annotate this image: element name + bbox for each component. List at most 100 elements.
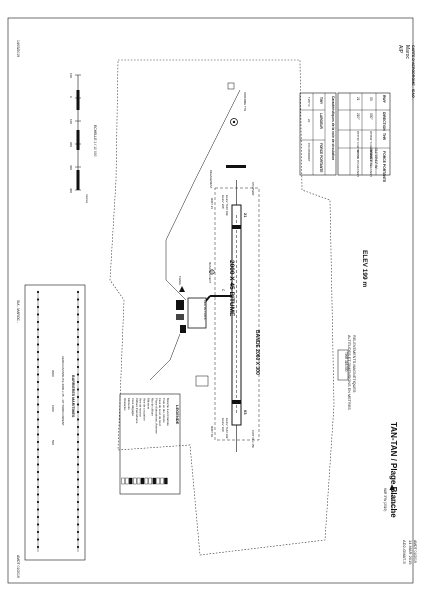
- taxiway-c: [204, 295, 232, 303]
- legend-item: Manche à vent balisée: [166, 398, 170, 426]
- twy-col-twy: TWY: [319, 97, 323, 105]
- altitudes-line2: RELEVEMENTS MAGNETIQUES: [352, 335, 356, 393]
- elevation: ELEV 199 m: [361, 250, 368, 287]
- twy-row-width: 23: [307, 119, 311, 123]
- strip-dimensions: BANDE 2060 X 300: [254, 330, 260, 375]
- scale-tick-label: 100: [69, 73, 73, 78]
- header-date: 14 MAR 2019: [408, 540, 413, 565]
- profile-mark-1: 1000: [51, 405, 55, 412]
- thr03-elev: ELEV 190: [221, 418, 225, 432]
- legend-item: Obstacles: [123, 398, 127, 411]
- header-chart-name: CARTE D'AERODROME - ICAO -: [411, 45, 415, 101]
- cleared-label: DEGAGEMENT: [209, 170, 213, 189]
- legend-item: Zone dégagée: [131, 398, 135, 416]
- rwy-col-direction: DIRECTION: [382, 112, 386, 131]
- rwy-row2-dir: 210°: [356, 113, 360, 120]
- runway-dimensions: 2000 X 45 BITUME: [228, 260, 235, 317]
- scale-tick-label: 400: [69, 188, 73, 193]
- profile-box: [24, 284, 86, 561]
- legend-title: LEGENDE: [175, 405, 180, 425]
- rwy-row1-rwy: 03: [369, 97, 373, 101]
- twy-row-twy: TWY C: [307, 97, 311, 107]
- aerodrome-fence: [109, 59, 335, 556]
- legend-symbol: [144, 477, 149, 485]
- legend-symbol: [164, 477, 168, 485]
- scale-unit: metres: [85, 194, 89, 204]
- rwy-col-rwy: RWY: [382, 95, 386, 104]
- scale-tick-label: 0: [69, 96, 73, 98]
- building-4: [195, 375, 209, 387]
- designator-03: RWY 03: [210, 426, 214, 437]
- footer-left: SIA - MAROC -: [16, 300, 20, 323]
- legend-item: Eléments: [127, 398, 131, 410]
- apron-label: AIRE DE TRAFIC: [203, 300, 207, 321]
- beacon-label: PHARE: [178, 276, 182, 285]
- rwy-row2-force: BITUME PCN 60/F/B/X/T: [356, 150, 359, 177]
- rwy-row1-force: BITUME PCN 60/F/B/X/T: [369, 150, 372, 177]
- thr21-elev-sub: ELEV THR 199: [225, 195, 229, 216]
- legend-item: Mur de clôture: [150, 398, 154, 416]
- beacon-icon: [179, 286, 185, 292]
- rwy-row1-thr: 28°26'01" N 011°10'09" W: [369, 131, 372, 159]
- legend-item: Phare d'aérodrome, Antenne: [154, 398, 158, 434]
- threshold-21: [232, 225, 241, 229]
- windsock-label: MANCHE A VENT: [208, 262, 212, 283]
- rwy-col-force: FORCE PORTANTE: [382, 151, 386, 183]
- legend-item: Feux de seuil, de bord: [158, 398, 162, 426]
- approach-light-icon: [226, 165, 246, 168]
- building-3: [180, 325, 186, 333]
- legend-symbol: [132, 477, 137, 485]
- scale-tick-label: 200: [69, 142, 73, 147]
- threshold-03: [232, 400, 241, 404]
- rwy-col-thr: THR: [382, 133, 386, 141]
- twy-col-force: FORCE PORTANTE: [319, 143, 323, 172]
- profile-mark-2: 500: [51, 440, 55, 445]
- rwy-row2-rwy: 21: [356, 97, 360, 101]
- vor-label: VOR/DME TTN: [243, 92, 247, 111]
- service-road: [165, 89, 241, 301]
- thr21-elev: ELEV 198: [221, 195, 225, 209]
- coords-lat: 28°26'55" N: [369, 148, 373, 166]
- legend-symbol: [148, 477, 153, 485]
- north-arrow: [389, 484, 395, 512]
- obstacle-icon: [227, 82, 235, 90]
- side-code-2: AMDT 01/2019: [413, 540, 417, 563]
- scale-bar: [76, 75, 80, 190]
- twr-frequency: TWR 118.500: [344, 352, 348, 372]
- scale-tick-label: 300: [69, 165, 73, 170]
- legend-item: Clôture d'aérodrome: [135, 398, 139, 424]
- twy-table-title: Caractéristiques de la voie de circulati…: [331, 96, 335, 160]
- mark-03: 03: [243, 410, 248, 415]
- service-road-2: [149, 333, 181, 381]
- legend-box: [119, 393, 181, 495]
- scale-label: ECHELLE 1 / 10 000: [93, 125, 97, 157]
- twy-table: [299, 92, 337, 176]
- altitudes-line1: ALTITUDES ET DIMENSIONS EN METRES: [347, 335, 351, 410]
- rwy-row1-dir: 030°: [369, 113, 373, 120]
- twy-col-width: LARGEUR: [319, 113, 323, 129]
- legend-symbol: [125, 477, 129, 485]
- building-1: [176, 300, 184, 310]
- thr03-elev-sub: ELEV THR 192: [225, 418, 229, 439]
- footer-right: AMDT 01/2019: [16, 555, 20, 578]
- legend-symbol: [156, 477, 160, 485]
- header-aip: AIP: [397, 45, 403, 54]
- rwy-row2-thr: 28°27'23" N 011°09'07" W: [356, 131, 359, 159]
- legend-symbol: [129, 477, 133, 485]
- profile-sub: AERO-CAPABILITE 2000 x 45 - 10° NORD-ORI…: [61, 356, 65, 426]
- profile-title: BARRIERES MARITIMES: [71, 375, 75, 418]
- side-code: 14/03/2019: [16, 40, 20, 57]
- legend-symbol: [136, 477, 141, 485]
- legend-item: Voie de service: [139, 398, 143, 417]
- twy-c-label: C: [221, 289, 225, 292]
- header-title: TAN-TAN / Plage Blanche: [389, 422, 398, 518]
- profile-dots-left: [36, 290, 80, 552]
- twr-box: [337, 349, 349, 381]
- building-2: [176, 314, 184, 320]
- legend-symbol: [160, 477, 164, 485]
- vor-dme-icon: [230, 118, 238, 126]
- legend-symbol: [152, 477, 156, 485]
- designator-21: RWY 21: [210, 198, 214, 209]
- twy-row-force: PCN 60/F/B/X/T: [307, 143, 311, 162]
